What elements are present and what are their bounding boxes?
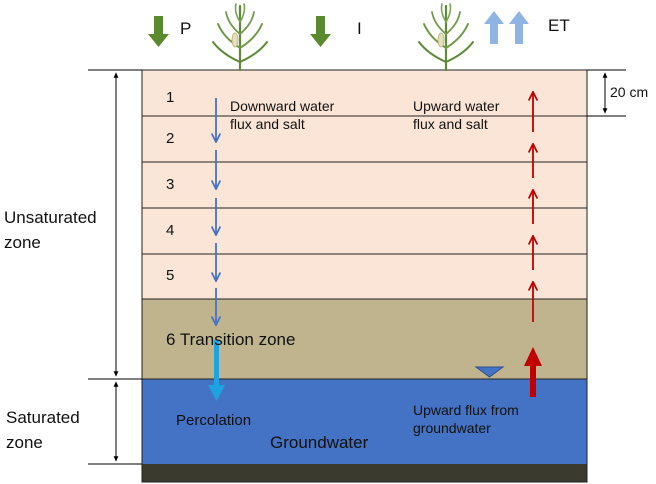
- zone-brackets: [88, 69, 142, 465]
- percolation-label: Percolation: [176, 412, 252, 429]
- soil-layer-1: [142, 70, 587, 116]
- layer-number-3: 3: [166, 176, 175, 193]
- soil-layer-4: [142, 208, 587, 254]
- layer-number-2: 2: [166, 130, 175, 147]
- layer-number-5: 5: [166, 267, 175, 284]
- profile-outline: [141, 69, 588, 483]
- groundwater-upward-arrow: [524, 347, 542, 397]
- saturated-zone-label: Saturated zone: [6, 408, 80, 452]
- layer-number-1: 1: [166, 89, 175, 106]
- unsaturated-zone-label: Unsaturated zone: [4, 208, 97, 252]
- soil-layer-5: [142, 254, 587, 299]
- irrigation-arrow-icon: [310, 16, 331, 47]
- evapotranspiration-label: ET: [548, 16, 570, 35]
- soil-layer-2: [142, 116, 587, 162]
- soil-layer-3: [142, 162, 587, 208]
- corn-plant-icon: [212, 3, 268, 72]
- groundwater-label: Groundwater: [270, 433, 369, 452]
- scale-bar: [587, 69, 626, 117]
- precipitation-arrow-icon: [148, 16, 169, 47]
- upward-flux-label: Upward water flux and salt: [413, 98, 500, 132]
- precipitation-label: P: [180, 19, 192, 38]
- scale-label: 20 cm: [610, 84, 649, 100]
- groundwater-upward-label: Upward flux from groundwater: [413, 402, 519, 436]
- percolation-arrow: [208, 340, 225, 401]
- irrigation-label: I: [357, 19, 362, 38]
- transition-zone-label: 6 Transition zone: [166, 330, 296, 349]
- layer-number-4: 4: [166, 222, 175, 239]
- bedrock-layer: [142, 464, 587, 482]
- water-table-icon: [474, 366, 505, 378]
- evapotranspiration-arrows-icon: [484, 11, 529, 44]
- corn-plant-icon: [418, 3, 474, 72]
- downward-flux-label: Downward water flux and salt: [230, 98, 335, 132]
